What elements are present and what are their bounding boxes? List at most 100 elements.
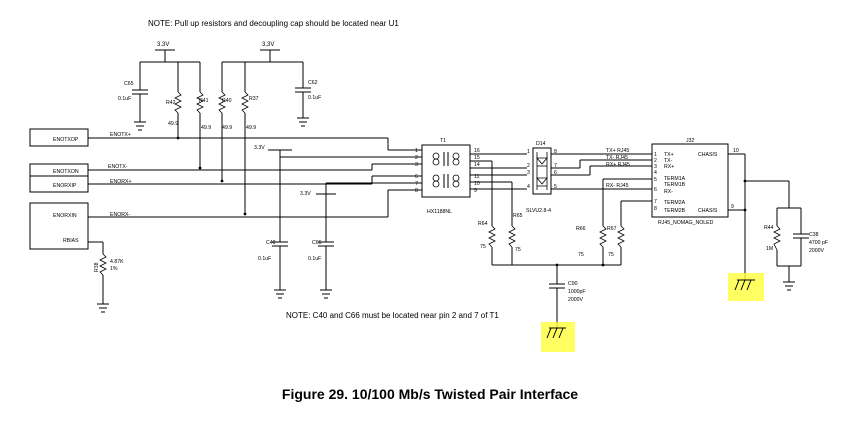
- chassis-wiring: [728, 153, 802, 291]
- j32-pin-number: 1: [654, 152, 657, 158]
- t1-ref: T1: [440, 138, 446, 144]
- resistor-r65: [508, 225, 516, 265]
- c38-rating: 2000V: [809, 248, 825, 254]
- resistor-r40: [218, 91, 226, 181]
- r65-ref: R65: [513, 213, 523, 219]
- j32-pin-name: TERM1B: [664, 182, 686, 188]
- net-label: ENORX-: [110, 212, 130, 218]
- net-label: ENOTX-: [108, 164, 128, 170]
- t1-pin: 11: [474, 174, 479, 180]
- net-port-label: ENORXIP: [53, 183, 77, 189]
- j32-pin-number: 7: [654, 199, 657, 205]
- r44-value: 1M: [766, 246, 773, 252]
- net-port-enorxin-rbias: [29, 202, 89, 250]
- t1-pin: 7: [415, 181, 418, 187]
- d14-pin: 1: [527, 149, 530, 155]
- d14-pin: 6: [554, 170, 557, 176]
- t1-pin: 1: [415, 148, 418, 154]
- r41-value: 49.9: [201, 125, 211, 131]
- c40-ref: C40: [266, 240, 276, 246]
- rj45-net-label: TX+ RJ45: [606, 148, 629, 154]
- capacitor-c65: [132, 89, 148, 131]
- j32-part: RJ45_NOMAG_NOLED: [658, 220, 714, 226]
- r37-ref: R37: [249, 96, 259, 102]
- capacitor-c38: [793, 233, 809, 239]
- j32-pin-number: 4: [654, 170, 657, 176]
- d14-pin: 5: [554, 184, 557, 190]
- resistor-r67: [603, 225, 625, 266]
- rj45-net-label: RX+ RJ45: [606, 162, 630, 168]
- wire-tx-minus: [88, 163, 422, 171]
- r40-value: 49.9: [222, 125, 232, 131]
- j32-pin-number: 3: [654, 164, 657, 170]
- j32-pin-name: TERM2B: [664, 208, 686, 214]
- j32-pin-number: 5: [654, 177, 657, 183]
- r67-ref: R67: [607, 226, 617, 232]
- r38-ref: R38: [94, 262, 100, 272]
- t1-pin: 14: [474, 162, 480, 168]
- r64-ref: R64: [478, 221, 488, 227]
- r44-ref: R44: [764, 225, 774, 231]
- wire-t1-secondary: [470, 153, 527, 226]
- wire-tx-plus: [88, 137, 422, 151]
- resistor-r44: [773, 225, 781, 251]
- chassis-ground-icon: [546, 327, 566, 339]
- c65-ref: C65: [124, 81, 134, 87]
- resistor-r42: [174, 91, 182, 138]
- c40-value: 0.1uF: [258, 256, 271, 262]
- capacitor-c66: [318, 241, 334, 299]
- resistor-r64: [488, 225, 496, 265]
- net-label: ENOTX+: [110, 132, 131, 138]
- figure-caption: Figure 29. 10/100 Mb/s Twisted Pair Inte…: [281, 386, 579, 402]
- supply-label: 3.3V: [300, 191, 311, 197]
- r41-ref: R41: [199, 98, 209, 104]
- t1-pin: 10: [474, 181, 480, 187]
- c62-ref: C62: [308, 80, 318, 86]
- t1-pin: 9: [474, 188, 477, 194]
- d14-pin: 2: [527, 163, 530, 169]
- c66-value: 0.1uF: [308, 256, 321, 262]
- t1-pin: 16: [474, 148, 480, 154]
- r37-value: 49.9: [246, 125, 256, 131]
- c90-value: 1000pF: [568, 289, 586, 295]
- j32-pin-name: TERM1A: [664, 176, 686, 182]
- c65-value: 0.1uF: [118, 96, 131, 102]
- j32-chassis-label: CHASIS: [698, 152, 718, 158]
- j32-pin-name: TX-: [664, 158, 673, 164]
- bottom-note: NOTE: C40 and C66 must be located near p…: [286, 311, 499, 320]
- net-port-label: ENOTXOP: [53, 137, 79, 143]
- net-port-label: ENOTXON: [53, 169, 79, 175]
- rj45-net-label: TX- RJ45: [606, 155, 628, 161]
- j32-pin-name: RX+: [664, 164, 674, 170]
- d14-ref: D14: [536, 141, 546, 147]
- c66-ref: C66: [312, 240, 322, 246]
- highlight-marker: [728, 273, 764, 301]
- net-port-label: ENORXIN: [53, 213, 77, 219]
- r40-ref: R40: [222, 98, 232, 104]
- termination-bus: [492, 264, 603, 284]
- j32-pin-number: 8: [654, 206, 657, 212]
- resistor-r38: [88, 241, 109, 313]
- j32-chassis-pin: 9: [731, 204, 734, 210]
- d14-pin: 4: [527, 184, 530, 190]
- rj45-net-label: RX- RJ45: [606, 183, 629, 189]
- r64-value: 75: [480, 244, 486, 250]
- r42-ref: R42: [166, 100, 176, 106]
- t1-part: HX1188NL: [427, 209, 452, 215]
- transformer-t1: [421, 144, 471, 198]
- capacitor-c62: [295, 87, 311, 127]
- capacitor-c90: [549, 283, 565, 328]
- chassis-ground-icon: [734, 279, 755, 291]
- j32-pin-name: RX-: [664, 189, 673, 195]
- center-tap-feed-rx: [316, 182, 422, 242]
- t1-pin: 3: [415, 162, 418, 168]
- t1-pin: 15: [474, 155, 480, 161]
- c90-ref: C90: [568, 281, 578, 287]
- j32-pin-number: 2: [654, 158, 657, 164]
- r38-tolerance: 1%: [110, 266, 118, 272]
- j32-chassis-pin: 10: [733, 148, 739, 154]
- d14-part: SLVU2.8-4: [526, 208, 551, 214]
- r66-value: 75: [578, 252, 584, 258]
- top-note: NOTE: Pull up resistors and decoupling c…: [148, 19, 399, 28]
